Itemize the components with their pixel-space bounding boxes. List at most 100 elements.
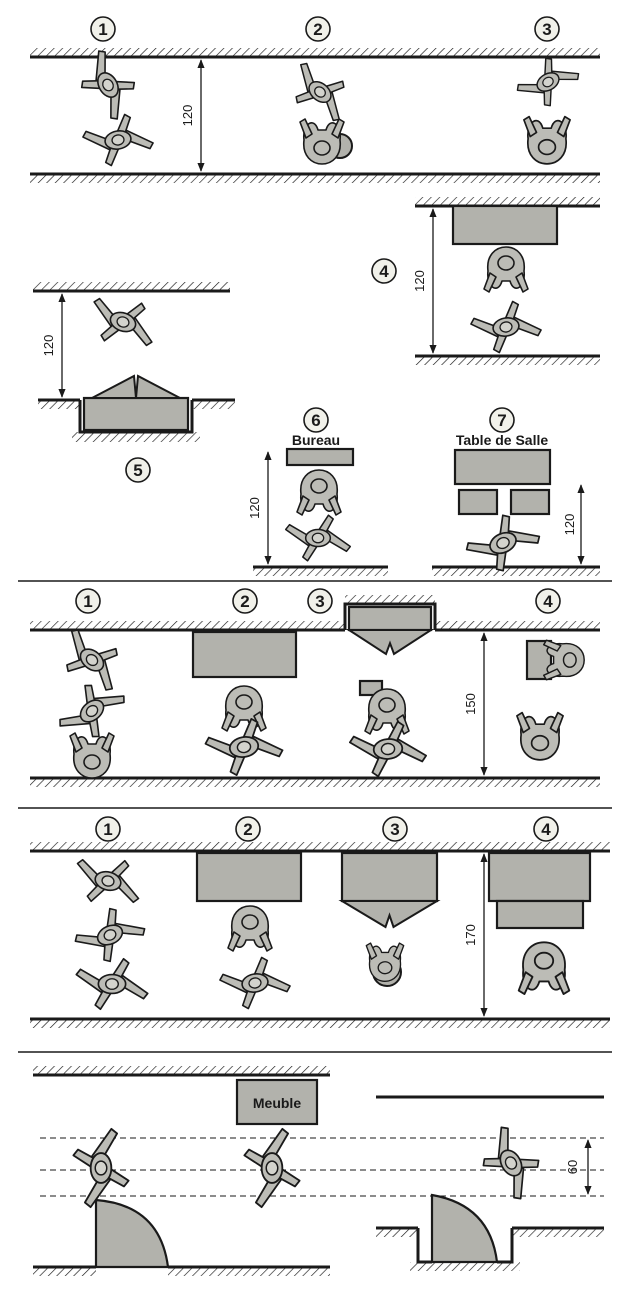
cabinet-3c	[340, 851, 439, 903]
dim-120-b: 120	[412, 208, 437, 354]
figure-2b-walking	[204, 718, 284, 776]
figure-4-middle	[243, 1127, 301, 1209]
dim-120-d-text: 120	[247, 497, 262, 519]
section4-bottom-wall-left-b	[168, 1265, 330, 1276]
dim-120-c-text: 120	[41, 335, 56, 357]
item4-bottom-wall	[415, 354, 600, 365]
item7-floor	[432, 565, 600, 576]
figure-2d-bottom	[516, 711, 564, 761]
section3-bottom-wall	[30, 1017, 610, 1028]
figure-1a-top	[80, 50, 136, 120]
label-1b: 2	[305, 16, 331, 42]
label-2a-text: 1	[83, 592, 92, 611]
dimension-layer: 120 120 120 120 120 150 170 60	[41, 59, 592, 1195]
label-2a: 1	[75, 588, 101, 614]
item4-top-wall	[415, 197, 600, 208]
dim-170: 170	[463, 853, 488, 1017]
dim-170-text: 170	[463, 924, 478, 946]
dim-120-c: 120	[41, 293, 66, 398]
label-3d-text: 4	[541, 820, 551, 839]
label-item6: 6	[303, 407, 329, 433]
figure-2a-1	[66, 629, 118, 691]
dim-120-a: 120	[180, 59, 205, 172]
label-item7: 7	[489, 407, 515, 433]
item5-bottom-wall-right	[192, 398, 235, 409]
label-3b: 2	[235, 816, 261, 842]
item5-top-wall	[33, 282, 230, 293]
label-item7-text: 7	[497, 411, 506, 430]
figure-3b-walking	[219, 956, 291, 1010]
figure-4-left	[72, 1127, 130, 1209]
figure-3a-2	[74, 907, 146, 963]
figure-3c-seated	[365, 942, 405, 982]
desk-3b	[195, 851, 303, 903]
figure-2a-3	[69, 732, 115, 779]
dim-120-e: 120	[562, 484, 585, 565]
bureau-desk	[285, 447, 355, 467]
dim-60-text: 60	[565, 1160, 580, 1174]
figure-3a-3	[75, 957, 149, 1011]
cabinet-2c	[347, 605, 433, 632]
desk-2d	[525, 639, 553, 681]
dim-60: 60	[565, 1139, 592, 1195]
section2-top-wall-left	[30, 621, 345, 632]
figure-2d-seated	[542, 639, 585, 681]
label-1c-text: 3	[542, 20, 551, 39]
label-1a: 1	[90, 16, 116, 42]
chair-item7-a	[457, 488, 499, 516]
label-3a: 1	[95, 816, 121, 842]
meuble-box	[235, 1078, 319, 1126]
figure-item6-walking	[284, 514, 352, 562]
table-salle-label: Table de Salle	[456, 432, 549, 448]
dim-120-d: 120	[247, 451, 272, 565]
section4-bottom-wall-left-a	[33, 1265, 96, 1276]
figure-3b-seated	[227, 905, 273, 952]
door-right	[430, 1193, 499, 1264]
section2-bottom-wall	[30, 776, 600, 787]
cabinet-item5-doors	[91, 374, 181, 399]
label-3c: 3	[382, 816, 408, 842]
label-1c: 3	[534, 16, 560, 42]
label-2d: 4	[535, 588, 561, 614]
label-2b: 2	[232, 588, 258, 614]
section4-bottom-wall-right-b	[512, 1226, 604, 1237]
desk-item4	[451, 204, 559, 246]
meuble-label: Meuble	[253, 1095, 301, 1111]
label-2c-text: 3	[315, 592, 324, 611]
figure-3d-seated	[517, 941, 571, 995]
item6-floor	[253, 565, 388, 576]
chair-item7-b	[509, 488, 551, 516]
dim-120-e-text: 120	[562, 514, 577, 536]
figure-1a-bottom	[82, 113, 154, 167]
label-1a-text: 1	[98, 20, 107, 39]
salle-table	[453, 448, 552, 486]
label-3b-text: 2	[243, 820, 252, 839]
label-2c: 3	[307, 588, 333, 614]
figure-3a-1	[76, 858, 140, 904]
label-1b-text: 2	[313, 20, 322, 39]
figure-4-right	[482, 1126, 540, 1200]
figure-item7-walking	[465, 514, 541, 572]
dim-150-text: 150	[463, 693, 478, 715]
section1-bottom-wall	[30, 172, 600, 183]
dim-120-b-text: 120	[412, 270, 427, 292]
figure-item6-seated	[296, 469, 342, 516]
bureau-label: Bureau	[292, 432, 340, 448]
label-item4: 4	[371, 258, 397, 284]
cabinet-3c-doors	[338, 900, 441, 929]
cabinet-3d	[487, 851, 592, 903]
walls-layer	[18, 48, 612, 1276]
drawer-3d	[495, 899, 585, 930]
figure-1b-bottom	[299, 118, 345, 165]
door-left	[94, 1198, 170, 1269]
section4-bottom-wall-right-a	[376, 1226, 418, 1237]
figure-1c-bottom	[523, 115, 571, 165]
figure-1b-top	[295, 62, 345, 122]
cabinet-2c-doors	[345, 629, 435, 656]
figure-2a-2	[59, 684, 125, 738]
dim-150: 150	[463, 632, 488, 776]
label-item5-text: 5	[133, 461, 142, 480]
desk-2b	[191, 630, 298, 679]
figure-2c-walking	[348, 720, 428, 778]
